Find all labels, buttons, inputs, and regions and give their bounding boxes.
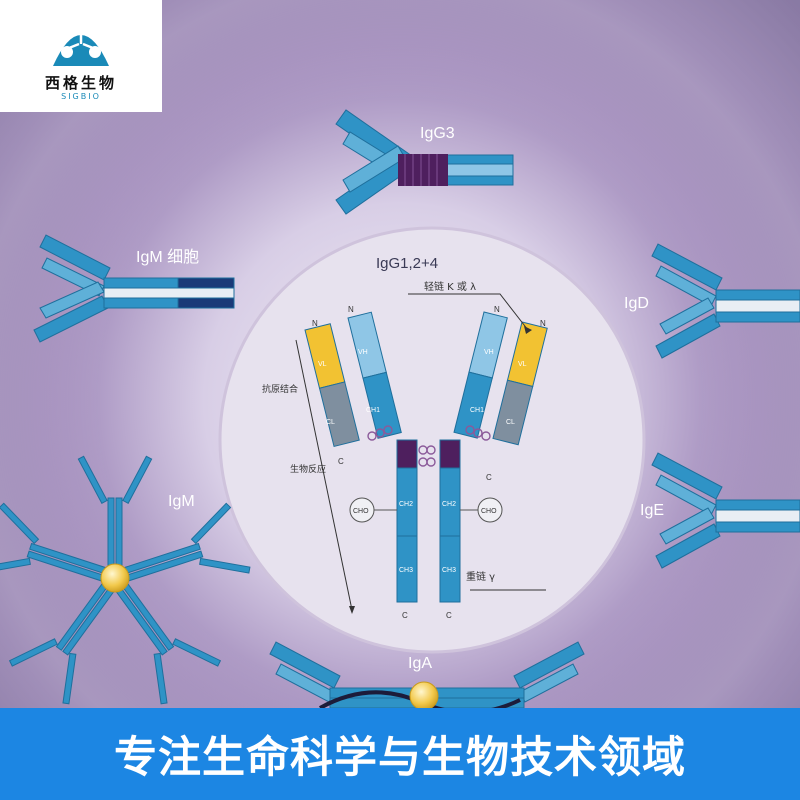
slogan-banner: 专注生命科学与生物技术领域 bbox=[0, 708, 800, 800]
label-c-left-heavy: C bbox=[402, 611, 408, 620]
igm-pentamer bbox=[0, 455, 251, 705]
label-ch1-right: CH1 bbox=[470, 407, 484, 414]
label-vh-right: VH bbox=[484, 349, 494, 356]
label-ch2-right: CH2 bbox=[442, 501, 456, 508]
label-c-left-light: C bbox=[338, 457, 344, 466]
label-vh-left: VH bbox=[358, 349, 368, 356]
label-igd: IgD bbox=[624, 295, 649, 312]
label-n-left-light: N bbox=[312, 319, 318, 328]
label-bio-reaction: 生物反应 bbox=[290, 463, 326, 475]
iga-molecule bbox=[269, 641, 585, 715]
label-ch3-right: CH3 bbox=[442, 567, 456, 574]
label-cl-right: CL bbox=[506, 419, 515, 426]
label-antigen-binding: 抗原结合 bbox=[262, 383, 298, 395]
igg-detail bbox=[295, 293, 548, 614]
label-vl-right: VL bbox=[518, 361, 527, 368]
brand-latin: SIGBIO bbox=[61, 92, 101, 101]
label-iga: IgA bbox=[408, 655, 432, 672]
igd-molecule bbox=[651, 243, 800, 359]
label-igm: IgM bbox=[168, 493, 195, 510]
igg3-molecule bbox=[335, 109, 514, 215]
sigbio-logo-icon bbox=[53, 18, 109, 66]
label-heavy-chain: 重链 γ bbox=[466, 570, 495, 583]
label-cl-left: CL bbox=[326, 419, 335, 426]
label-c-right-light: C bbox=[486, 473, 492, 482]
label-cho-left: CHO bbox=[353, 508, 369, 515]
label-n-right-light: N bbox=[540, 319, 546, 328]
label-ige: IgE bbox=[640, 502, 664, 519]
label-n-left-heavy: N bbox=[348, 305, 354, 314]
label-ch2-left: CH2 bbox=[399, 501, 413, 508]
brand-name: 西格生物 bbox=[44, 74, 117, 92]
label-vl-left: VL bbox=[318, 361, 327, 368]
label-cho-right: CHO bbox=[481, 508, 497, 515]
label-ch3-left: CH3 bbox=[399, 567, 413, 574]
igm-cell-molecule bbox=[33, 234, 235, 343]
label-igg3: IgG3 bbox=[420, 125, 455, 142]
slogan-text: 专注生命科学与生物技术领域 bbox=[114, 733, 686, 783]
label-ch1-left: CH1 bbox=[366, 407, 380, 414]
label-c-right-heavy: C bbox=[446, 611, 452, 620]
brand-logo: 西格生物 SIGBIO bbox=[0, 0, 162, 112]
label-igg-title: IgG1,2+4 bbox=[376, 255, 438, 272]
ige-molecule bbox=[651, 452, 800, 569]
label-light-chain: 轻链 K 或 λ bbox=[424, 280, 476, 293]
label-igm-cell: IgM 细胞 bbox=[136, 248, 199, 266]
label-n-right-heavy: N bbox=[494, 305, 500, 314]
